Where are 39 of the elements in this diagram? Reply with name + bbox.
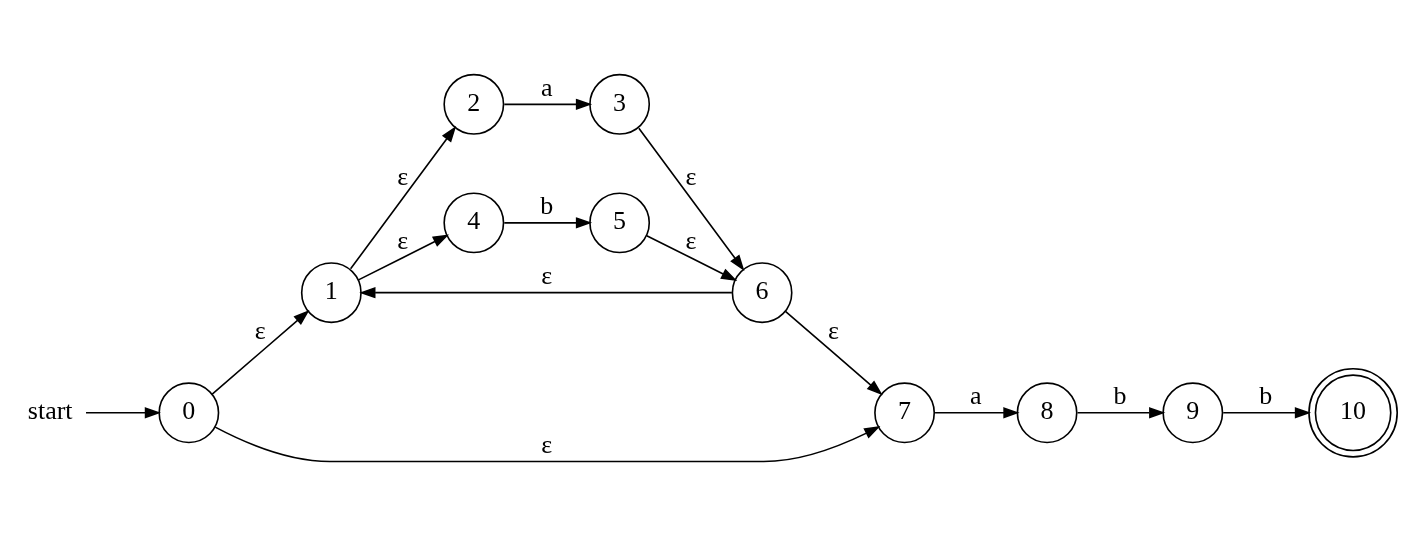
arrow (784, 310, 883, 395)
arrow (211, 309, 310, 395)
node-circle: 6 (731, 261, 793, 323)
arrow (934, 406, 1020, 418)
arrow (645, 234, 738, 281)
edge-label: a (540, 72, 553, 102)
arrow (1076, 406, 1166, 418)
node-circle: 1 (300, 261, 362, 323)
arrow (349, 125, 457, 270)
edge-label: ε (397, 161, 409, 191)
node-circle: 3 (589, 73, 651, 135)
node-circle: 7 (874, 381, 936, 443)
edge-label: b (1259, 380, 1273, 410)
node-circle: 5 (589, 191, 651, 253)
arrow (357, 234, 450, 281)
arrow (214, 425, 881, 462)
node-circle: 4 (443, 191, 505, 253)
node-circle: 8 (1016, 381, 1078, 443)
edge-label: ε (254, 315, 266, 345)
edge-label: b (1113, 380, 1127, 410)
edge-label: ε (397, 225, 409, 254)
edge-label: ε (827, 315, 839, 345)
arrow (503, 98, 593, 110)
arrow (638, 126, 745, 271)
arrow (85, 406, 162, 418)
edge-label: a (970, 380, 982, 410)
arrow (359, 286, 733, 298)
edge-label: b (540, 190, 554, 220)
edge-label: ε (685, 225, 697, 254)
node-circle: 0 (158, 381, 220, 443)
node-circle: 2 (443, 73, 505, 135)
node-circle: 9 (1162, 381, 1224, 443)
edge-label: ε (541, 429, 553, 459)
node-circle: 10 (1308, 367, 1398, 458)
edge-label: ε (541, 260, 553, 290)
edge-label: ε (685, 161, 697, 191)
arrow (1222, 406, 1312, 418)
arrow (503, 216, 593, 229)
node-text: start (27, 395, 73, 425)
